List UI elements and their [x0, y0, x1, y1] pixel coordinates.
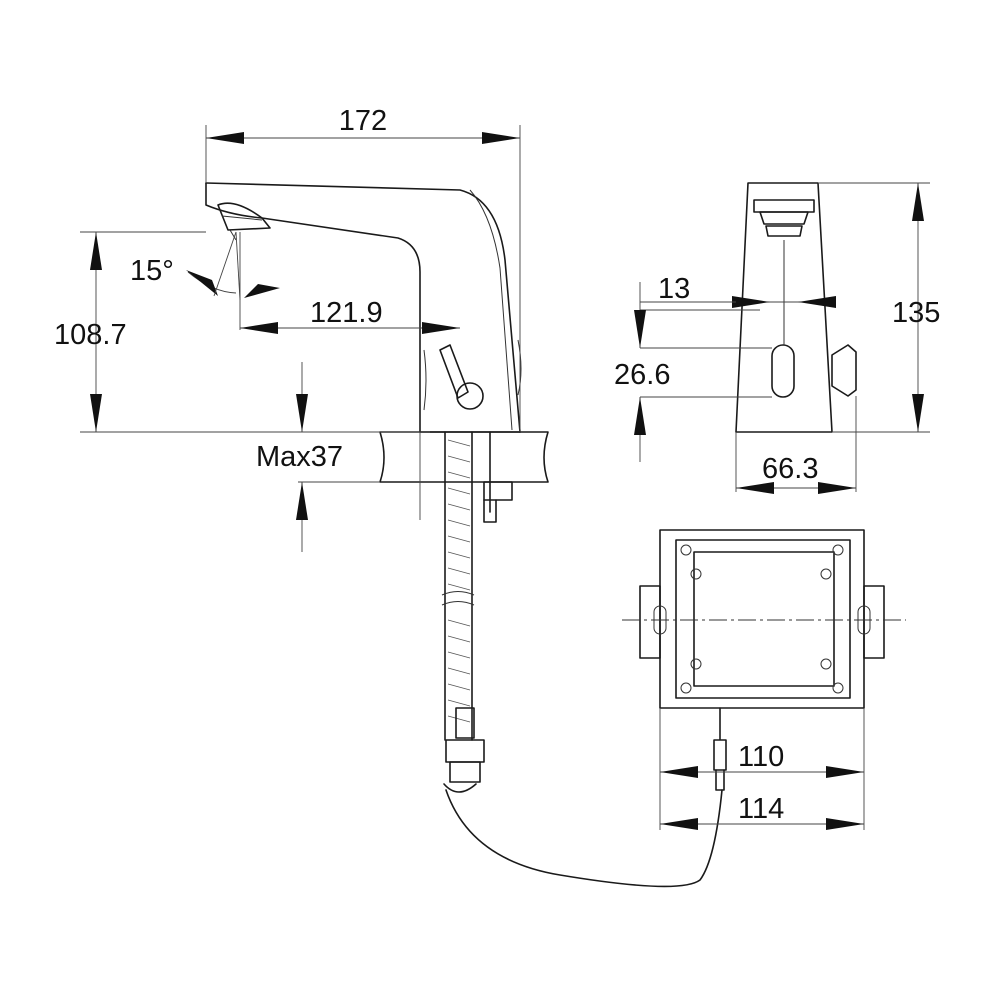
dim-label-108-7: 108.7 — [54, 319, 127, 351]
dimension-lines — [80, 132, 924, 830]
dim-label-15deg: 15° — [130, 255, 174, 287]
dim-label-max37: Max37 — [256, 441, 343, 473]
dim-label-66-3: 66.3 — [762, 453, 818, 485]
dim-label-172: 172 — [339, 105, 387, 137]
faucet-front-view — [640, 182, 930, 492]
dim-label-135: 135 — [892, 297, 940, 329]
dim-label-121-9: 121.9 — [310, 297, 383, 329]
faucet-side-view — [80, 125, 723, 888]
dim-label-114: 114 — [738, 793, 784, 825]
control-box — [622, 529, 906, 830]
dim-label-13: 13 — [658, 273, 690, 305]
dim-label-26-6: 26.6 — [614, 359, 670, 391]
dim-label-110: 110 — [738, 741, 784, 773]
